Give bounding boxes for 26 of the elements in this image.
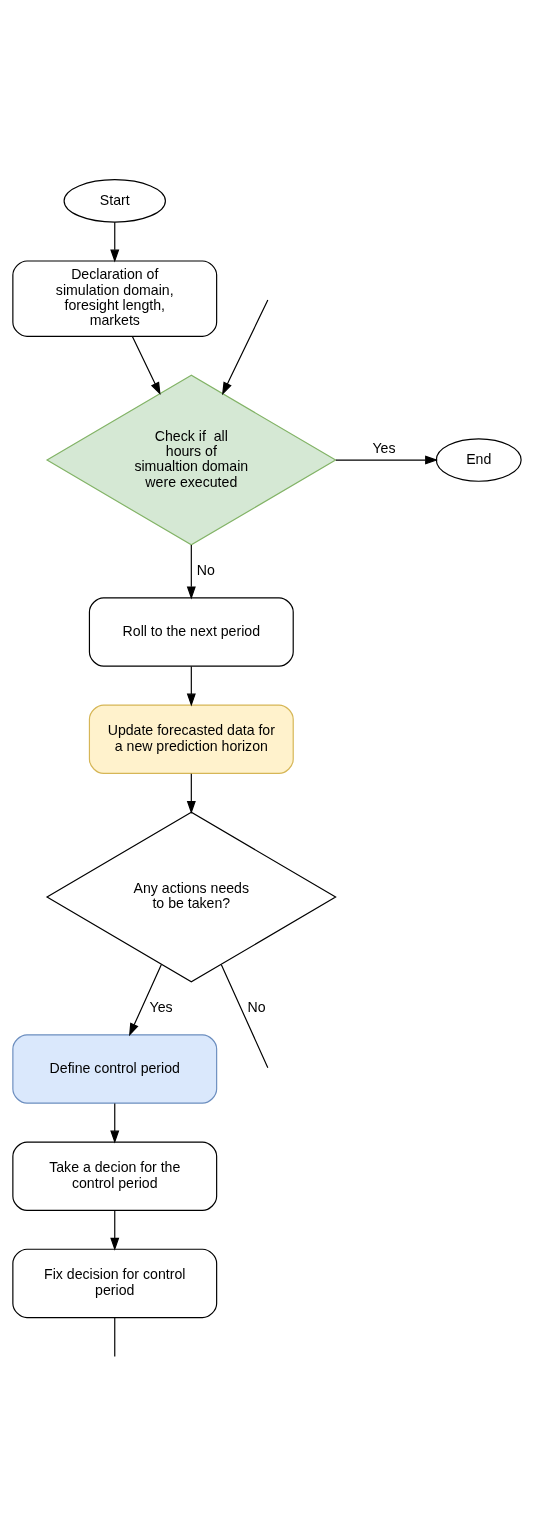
arrow [335,455,439,465]
connector [220,963,269,1068]
arrow [110,1102,120,1143]
edge-label: No [196,561,215,578]
arrow [186,665,196,706]
arrow [131,335,161,395]
node-box: Take a decion for the control period [12,1140,218,1211]
node-box: Define control period [12,1033,218,1104]
arrow [186,772,196,814]
node-diamond: Check if all hours of simualtion domain were executed [45,374,337,546]
node-ellipse: Start [63,178,166,223]
node-diamond: Any actions needs to be taken? [45,811,337,983]
arrow [110,221,120,262]
edge-label: No [247,998,266,1015]
arrow [186,543,196,599]
node-box: Fix decision for control period [12,1248,218,1318]
connector [114,1316,116,1357]
edge-label: Yes [372,439,396,456]
arrow [222,298,269,395]
node-box: Roll to the next period [88,596,294,667]
node-box: Declaration of simulation domain, foresight length, markets [12,259,218,337]
edge-label: Yes [149,998,173,1015]
node-box: Update forecasted data for a new prediction horizon [88,703,294,774]
arrow [129,963,162,1036]
node-ellipse: End [435,437,522,482]
arrow [110,1209,120,1251]
